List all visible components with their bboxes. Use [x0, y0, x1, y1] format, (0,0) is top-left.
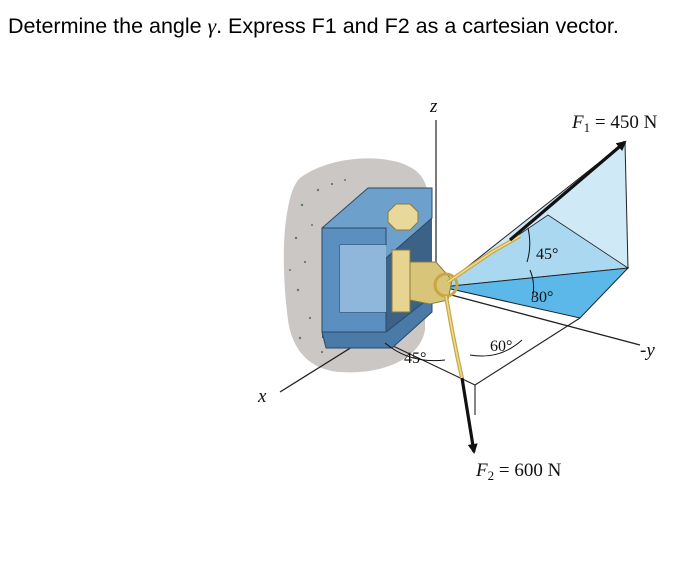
f2-subscript: 2 — [488, 468, 495, 483]
f1-cable-core — [447, 235, 521, 283]
wall-speckles — [289, 179, 346, 354]
f2-symbol: F — [475, 460, 488, 481]
y-axis-label: -y — [640, 340, 655, 361]
question-prefix: Determine the angle — [8, 14, 208, 38]
f2-value: = 600 N — [494, 460, 561, 481]
y-axis-line — [439, 291, 641, 346]
f2-label: F2 = 600 N — [475, 460, 562, 483]
question-text: Determine the angle γ. Express F1 and F2… — [8, 14, 698, 39]
angle-45-top-label: 45° — [536, 246, 558, 263]
z-axis-label: z — [429, 96, 438, 117]
gamma-symbol: γ — [207, 14, 217, 38]
x-axis-label: x — [257, 386, 267, 407]
y-axis-prefix: - — [640, 340, 646, 361]
angle-45-bottom-label: 45° — [404, 350, 426, 367]
f1-value: = 450 N — [590, 112, 657, 133]
bracket-bottom-flange — [321, 294, 433, 349]
f1-horizontal-plane — [441, 267, 630, 319]
projection-line-2 — [474, 317, 581, 386]
arc-45-bottom — [384, 342, 446, 362]
f1-subscript: 1 — [584, 120, 591, 135]
f2-arrow — [460, 377, 478, 454]
y-axis-letter: y — [644, 340, 655, 361]
question-suffix: . Express F1 and F2 as a cartesian vecto… — [216, 14, 619, 38]
f1-symbol: F — [571, 112, 584, 133]
arc-45-top — [526, 227, 531, 263]
bolt-head — [387, 203, 419, 231]
f2-cable-core — [445, 295, 463, 379]
angle-60-label: 60° — [490, 338, 512, 355]
f1-label: F1 = 450 N — [571, 112, 658, 135]
pin-shaft — [391, 249, 411, 313]
bracket-inner — [340, 245, 386, 312]
f1-arrow — [508, 140, 627, 242]
arc-60 — [469, 339, 523, 357]
angle-30-label: 30° — [531, 289, 553, 306]
arc-30 — [529, 269, 535, 301]
